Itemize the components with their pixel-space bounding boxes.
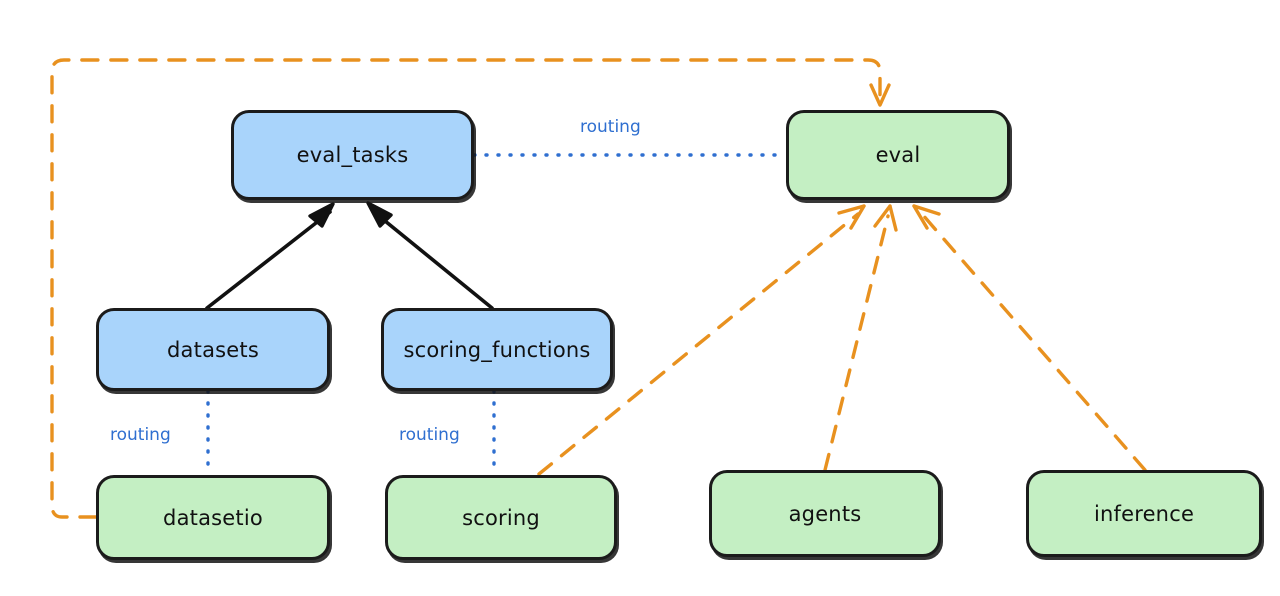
node-eval-tasks[interactable]: eval_tasks: [231, 110, 474, 200]
node-label: agents: [788, 501, 862, 526]
node-label: inference: [1093, 501, 1195, 526]
edge-datasets-to-eval_tasks: [205, 202, 335, 310]
node-datasetio[interactable]: datasetio: [96, 475, 330, 560]
node-label: eval: [875, 143, 921, 167]
edge-label-routing-scoring-functions-scoring: routing: [399, 425, 460, 445]
node-datasets[interactable]: datasets: [96, 308, 330, 391]
node-label: eval_tasks: [296, 143, 409, 167]
node-label: datasetio: [163, 505, 263, 530]
node-scoring[interactable]: scoring: [385, 475, 617, 560]
edge-scoring_functions-to-eval_tasks: [366, 201, 494, 310]
edge-label-routing-eval-tasks-eval: routing: [580, 117, 641, 137]
node-inference[interactable]: inference: [1026, 470, 1262, 557]
edge-agents-to-eval: [823, 204, 898, 472]
node-label: scoring: [462, 505, 540, 530]
node-eval[interactable]: eval: [786, 110, 1010, 200]
node-agents[interactable]: agents: [709, 470, 941, 557]
edge-inference-to-eval: [912, 204, 1147, 472]
node-label: scoring_functions: [403, 337, 591, 362]
node-scoring-functions[interactable]: scoring_functions: [381, 308, 613, 391]
node-label: datasets: [167, 337, 259, 362]
edge-label-routing-datasets-datasetio: routing: [110, 425, 171, 445]
